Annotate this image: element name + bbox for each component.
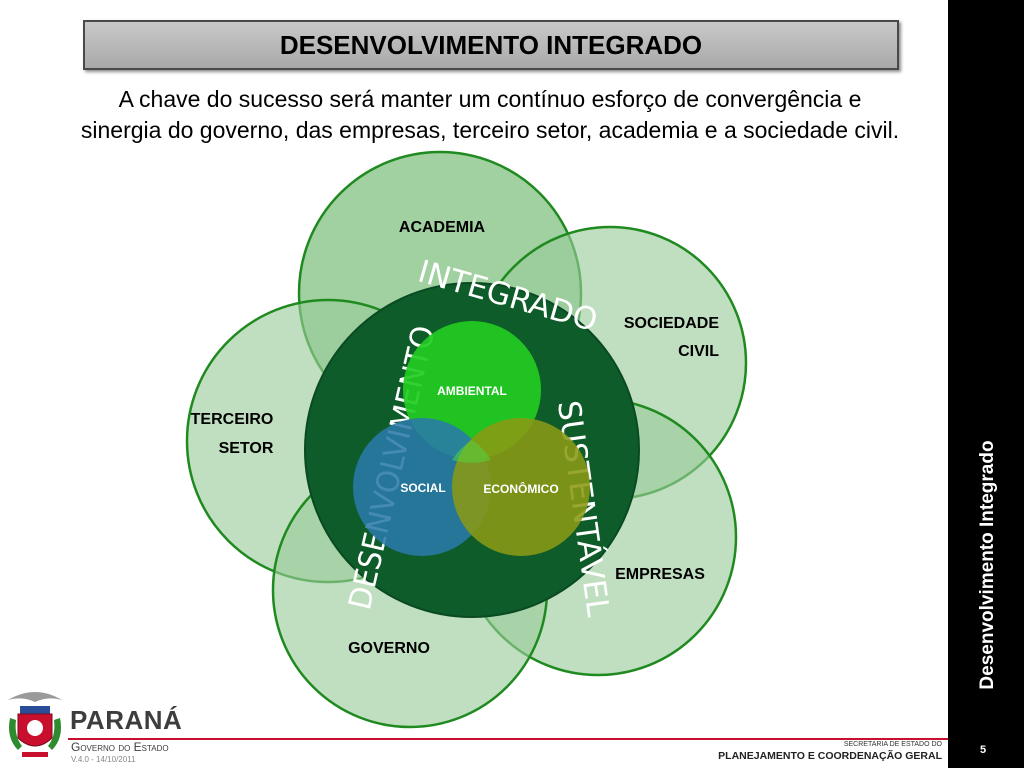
label-sociedade-line2: CIVIL	[678, 343, 719, 360]
version-text: V.4.0 - 14/10/2011	[71, 755, 136, 764]
overlap-highlight	[452, 440, 491, 463]
subtitle: A chave do sucesso será manter um contín…	[18, 84, 962, 146]
subtitle-line-1: A chave do sucesso será manter um contín…	[118, 86, 862, 112]
sidebar	[948, 0, 1024, 768]
label-empresas: EMPRESAS	[615, 566, 705, 583]
parana-coat-of-arms-icon	[8, 692, 62, 757]
label-sociedade-line1: SOCIEDADE	[624, 315, 719, 332]
label-terceiro-line2: SETOR	[219, 440, 274, 457]
planejamento-text: PLANEJAMENTO E COORDENAÇÃO GERAL	[718, 750, 942, 762]
diagram: DESENVOLVIMENTO INTEGRADO SUSTENTÁVEL AM…	[185, 150, 748, 729]
footer-divider	[68, 738, 948, 740]
label-governo: GOVERNO	[348, 640, 430, 657]
subtitle-line-2: sinergia do governo, das empresas, terce…	[80, 117, 900, 143]
page-number: 5	[980, 744, 987, 756]
secretaria-text: SECRETARIA DE ESTADO DO	[843, 741, 942, 748]
label-economico: ECONÔMICO	[483, 481, 558, 496]
circle-social	[353, 418, 491, 556]
brand-subtitle: Governo do Estado	[71, 740, 169, 754]
circle-economico	[452, 418, 590, 556]
label-terceiro-line1: TERCEIRO	[191, 411, 274, 428]
label-social: SOCIAL	[400, 481, 445, 495]
sidebar-label: Desenvolvimento Integrado	[977, 440, 998, 690]
label-academia: ACADEMIA	[399, 219, 486, 236]
slide-title: DESENVOLVIMENTO INTEGRADO	[279, 29, 703, 60]
label-ambiental: AMBIENTAL	[437, 384, 507, 398]
title-box: DESENVOLVIMENTO INTEGRADO	[83, 20, 899, 70]
brand-name: PARANÁ	[70, 705, 183, 735]
